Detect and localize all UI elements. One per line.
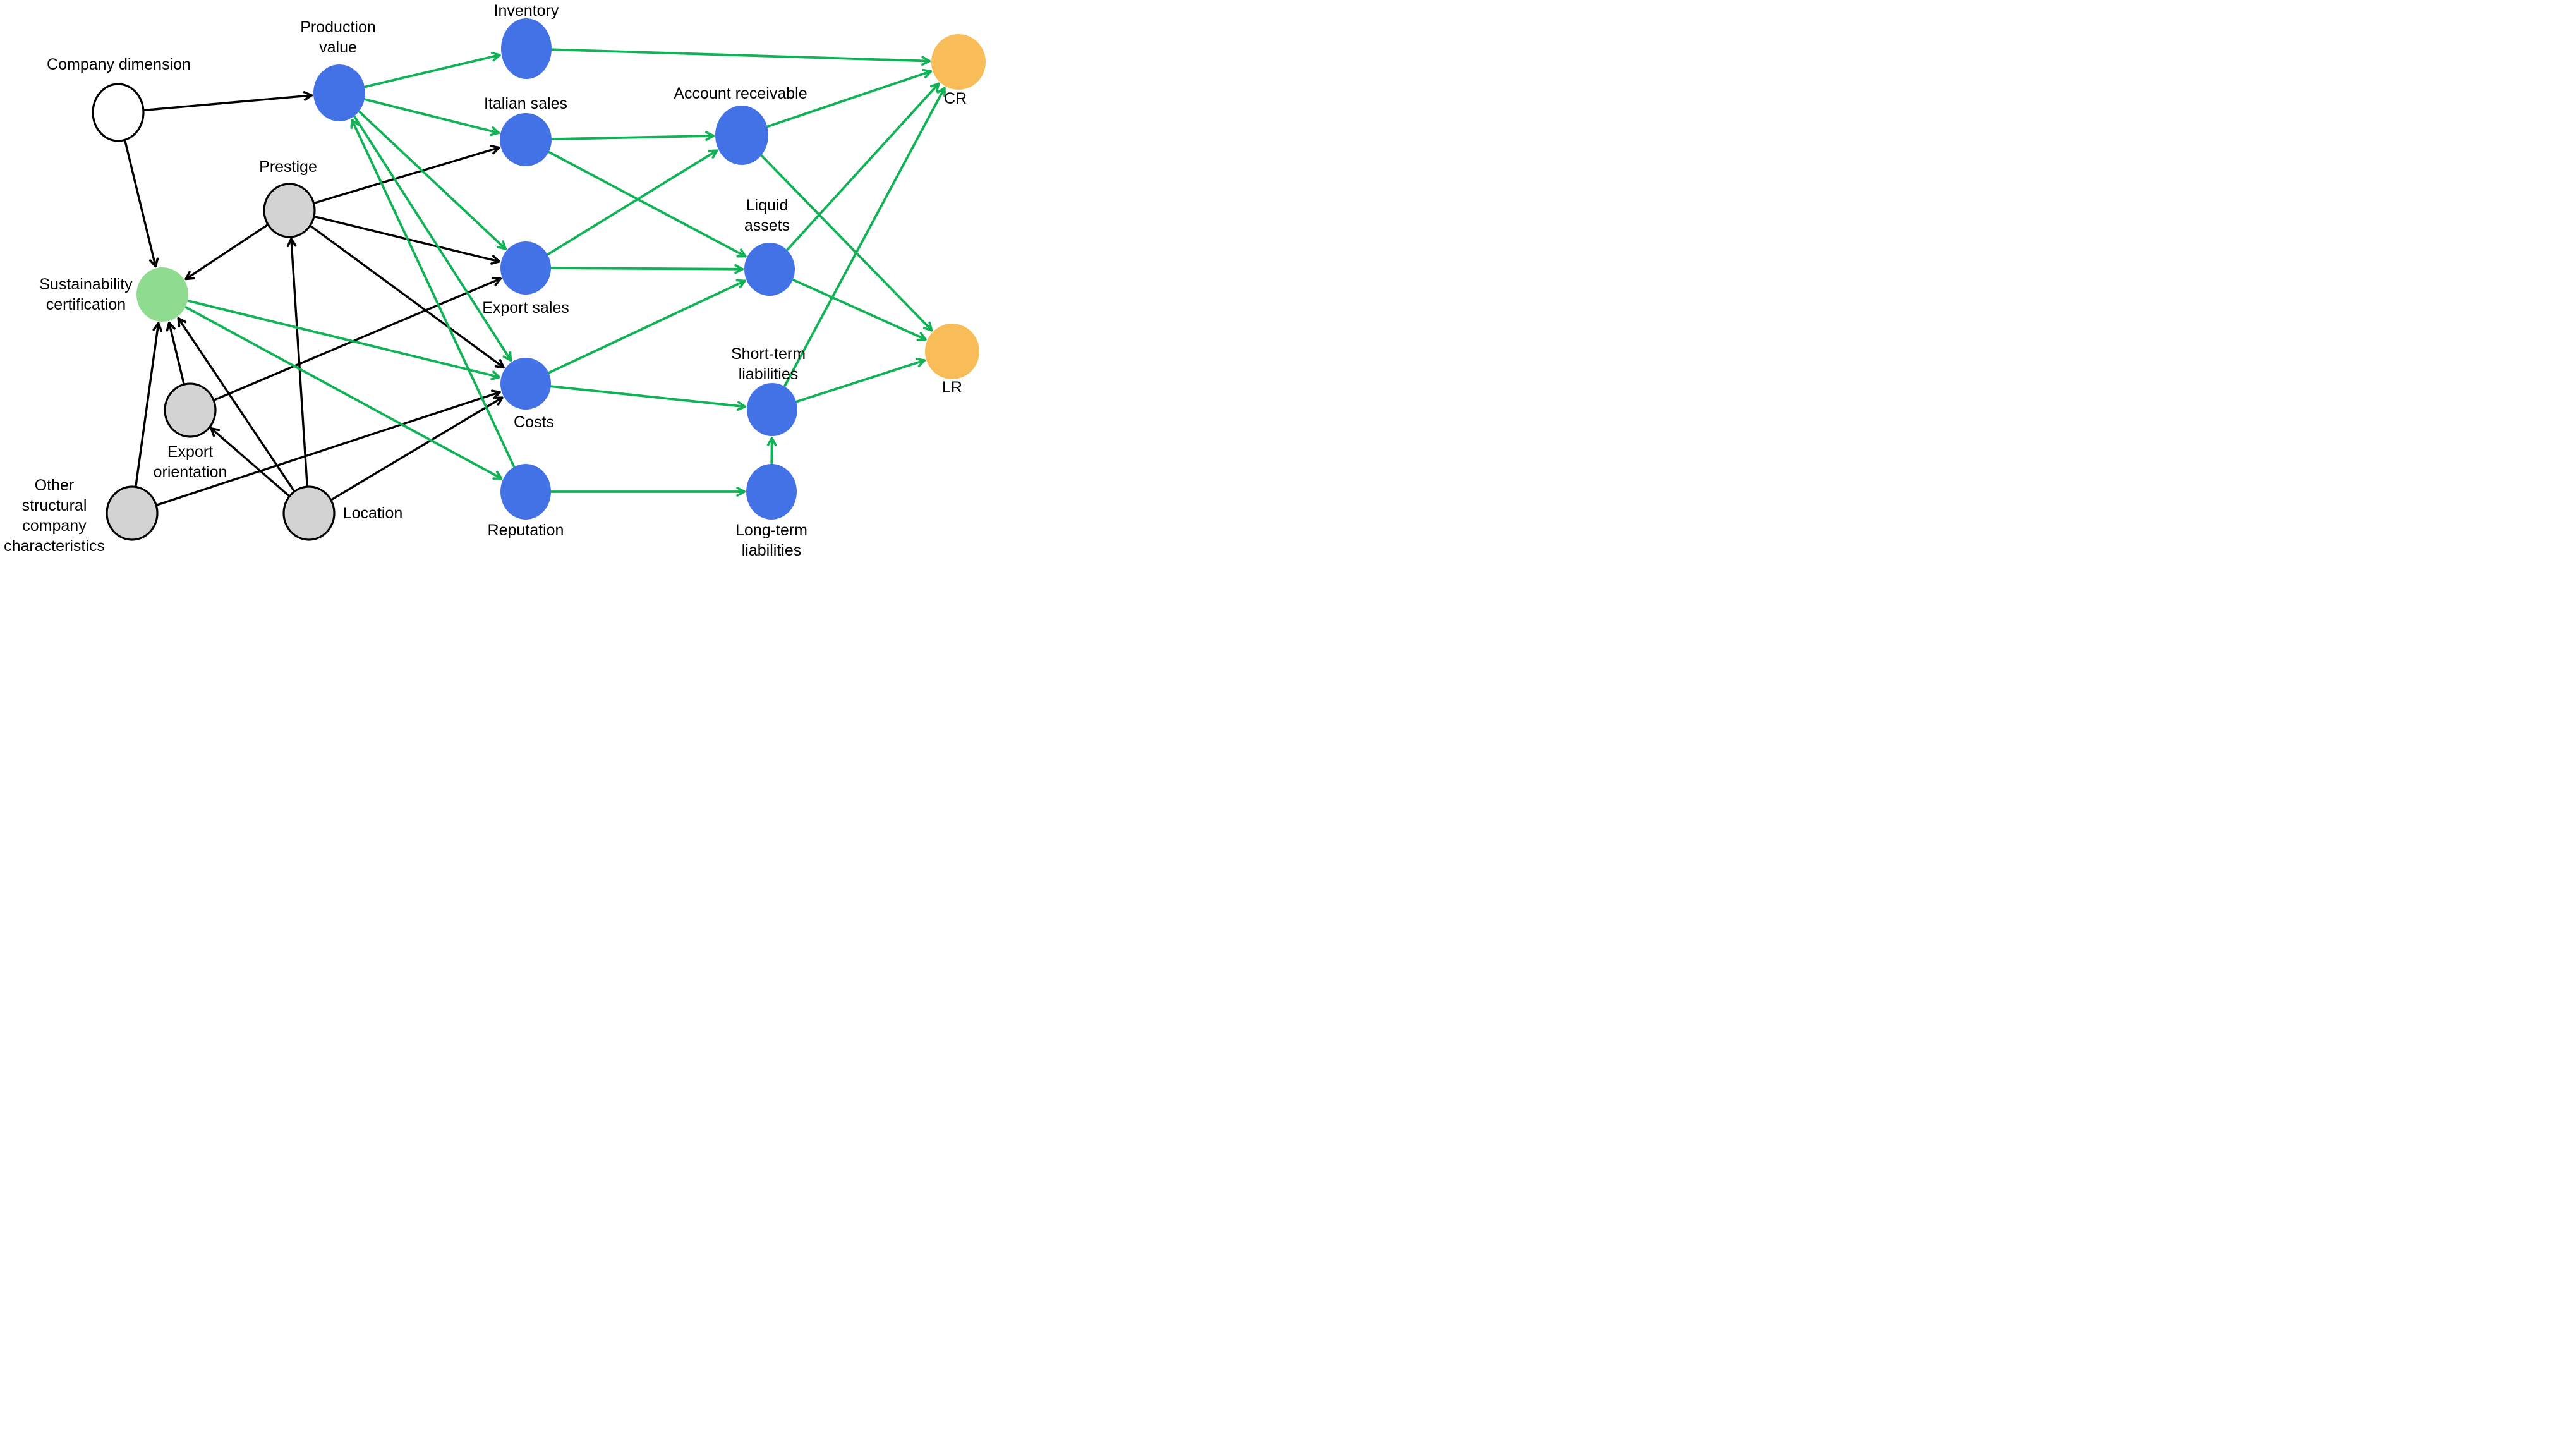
- node-reputation: [500, 464, 551, 520]
- edge-location-to-sustainability_certification: [177, 317, 296, 492]
- edge-production_value-to-inventory: [364, 51, 501, 88]
- edge-liquid_assets-to-lr: [792, 278, 927, 341]
- edge-inventory-to-cr: [551, 48, 931, 66]
- edge-sustainability_certification-to-costs: [186, 300, 501, 380]
- edge-production_value-to-italian_sales: [364, 98, 500, 137]
- node-liquid_assets: [744, 243, 795, 296]
- edge-location-to-prestige: [286, 238, 308, 487]
- edge-italian_sales-to-account_receivable: [551, 131, 715, 141]
- node-other_structural: [106, 485, 159, 541]
- edge-export_orientation-to-export_sales: [213, 276, 502, 401]
- node-prestige: [263, 183, 316, 238]
- node-sustainability_certification: [136, 267, 188, 322]
- node-long_term_liabilities: [746, 464, 797, 520]
- node-italian_sales: [500, 113, 552, 166]
- edge-short_term_liabilities-to-cr: [783, 87, 946, 387]
- node-location: [282, 485, 336, 541]
- edge-export_sales-to-liquid_assets: [550, 264, 744, 274]
- edge-italian_sales-to-liquid_assets: [548, 150, 747, 258]
- edge-company_dimension-to-production_value: [143, 91, 313, 112]
- edge-other_structural-to-costs: [155, 389, 501, 506]
- edge-production_value-to-costs: [353, 115, 512, 362]
- node-inventory: [501, 18, 552, 79]
- edge-export_sales-to-account_receivable: [547, 149, 718, 256]
- edge-export_orientation-to-sustainability_certification: [166, 321, 185, 385]
- edge-prestige-to-costs: [309, 224, 505, 369]
- node-cr: [931, 34, 986, 90]
- node-company_dimension: [92, 83, 145, 142]
- edge-other_structural-to-sustainability_certification: [135, 322, 162, 488]
- edge-account_receivable-to-cr: [766, 68, 933, 128]
- edge-company_dimension-to-sustainability_certification: [124, 139, 159, 268]
- edge-location-to-costs: [330, 396, 504, 501]
- edge-location-to-export_orientation: [210, 427, 291, 497]
- edge-short_term_liabilities-to-lr: [795, 358, 926, 403]
- edge-account_receivable-to-lr: [760, 154, 933, 332]
- node-costs: [500, 358, 551, 410]
- edge-liquid_assets-to-cr: [786, 82, 940, 251]
- edge-reputation-to-production_value: [350, 118, 516, 468]
- edge-prestige-to-italian_sales: [313, 145, 500, 204]
- node-export_orientation: [164, 382, 217, 438]
- node-account_receivable: [715, 106, 768, 165]
- edge-production_value-to-export_sales: [358, 110, 507, 250]
- graph-layer: [92, 18, 986, 541]
- node-lr: [925, 324, 979, 379]
- node-short_term_liabilities: [747, 383, 797, 436]
- node-production_value: [313, 64, 365, 121]
- edge-prestige-to-sustainability_certification: [184, 224, 269, 281]
- node-export_sales: [500, 241, 551, 295]
- edge-sustainability_certification-to-reputation: [184, 306, 503, 480]
- edge-costs-to-short_term_liabilities: [550, 385, 747, 411]
- edge-costs-to-liquid_assets: [548, 279, 746, 374]
